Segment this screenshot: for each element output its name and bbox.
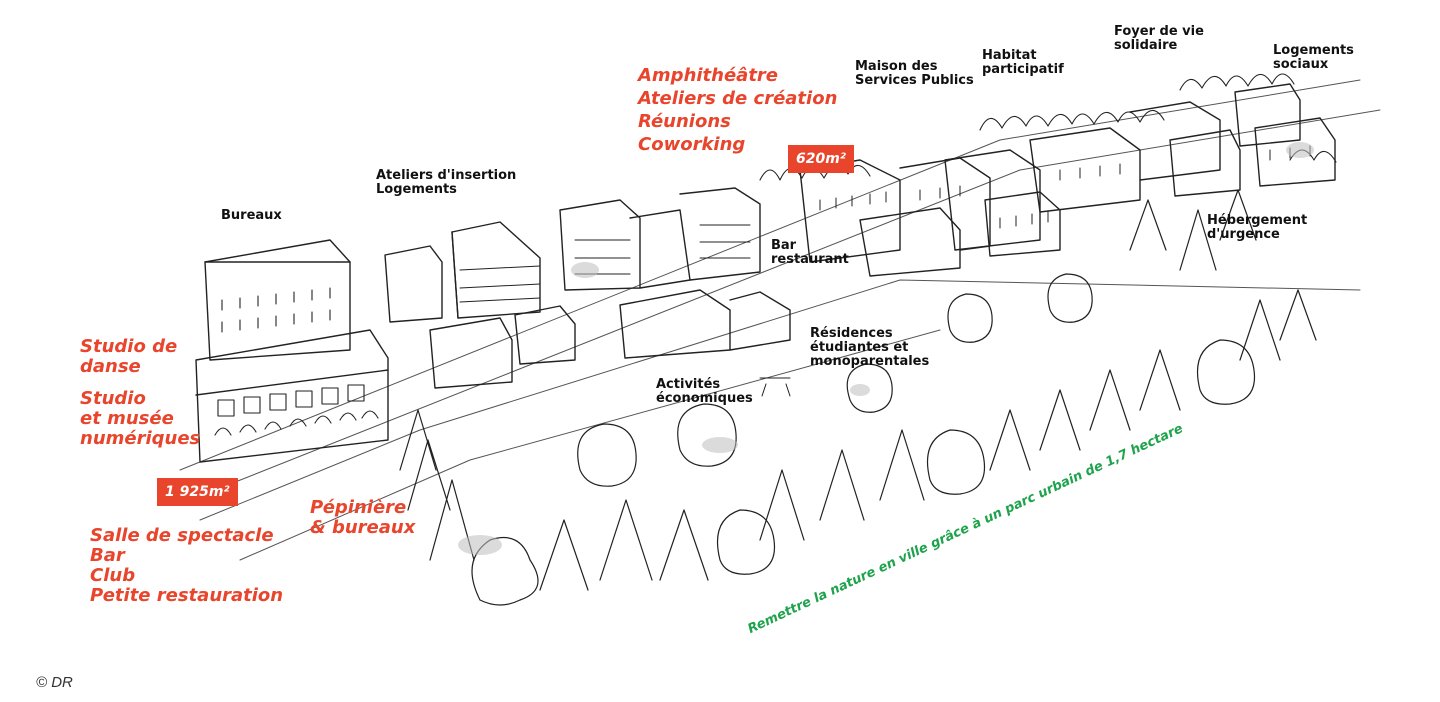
label-residences: Résidences étudiantes et monoparentales: [810, 326, 930, 369]
building-studio: [195, 329, 389, 463]
area-badge-1925: 1 925m²: [157, 478, 238, 506]
highlight-studio-danse: Studio de danse: [80, 336, 178, 377]
shading: [458, 142, 1314, 555]
building-ateliers: [384, 221, 576, 389]
label-activites: Activités économiques: [656, 377, 753, 406]
label-habitat: Habitat participatif: [982, 48, 1064, 77]
label-foyer: Foyer de vie solidaire: [1114, 24, 1204, 53]
label-ateliers: Ateliers d'insertion Logements: [376, 168, 517, 197]
building-activites: [619, 289, 791, 397]
label-bureaux: Bureaux: [221, 208, 282, 223]
photo-credit: © DR: [36, 674, 73, 691]
building-amphitheatre: [559, 187, 761, 291]
building-logements-sociaux: [1169, 83, 1336, 197]
building-foyer: [1029, 101, 1221, 213]
highlight-studio-musee: Studio et musée numériques: [80, 388, 201, 449]
highlight-salle-spectacle: Salle de spectacle Bar Club Petite resta…: [90, 525, 284, 606]
label-logements-sociaux: Logements sociaux: [1273, 43, 1354, 72]
park-trees: [399, 189, 1317, 606]
building-habitat: [944, 149, 1061, 257]
area-badge-620: 620m²: [788, 145, 854, 173]
building-bureaux: [204, 239, 351, 361]
highlight-pepiniere: Pépinière & bureaux: [310, 497, 416, 538]
label-hebergement: Hébergement d'urgence: [1207, 213, 1308, 242]
label-bar-restaurant: Bar restaurant: [771, 238, 849, 267]
label-maison-services: Maison des Services Publics: [855, 59, 974, 88]
highlight-amphitheatre: Amphithéâtre Ateliers de création Réunio…: [638, 65, 838, 155]
